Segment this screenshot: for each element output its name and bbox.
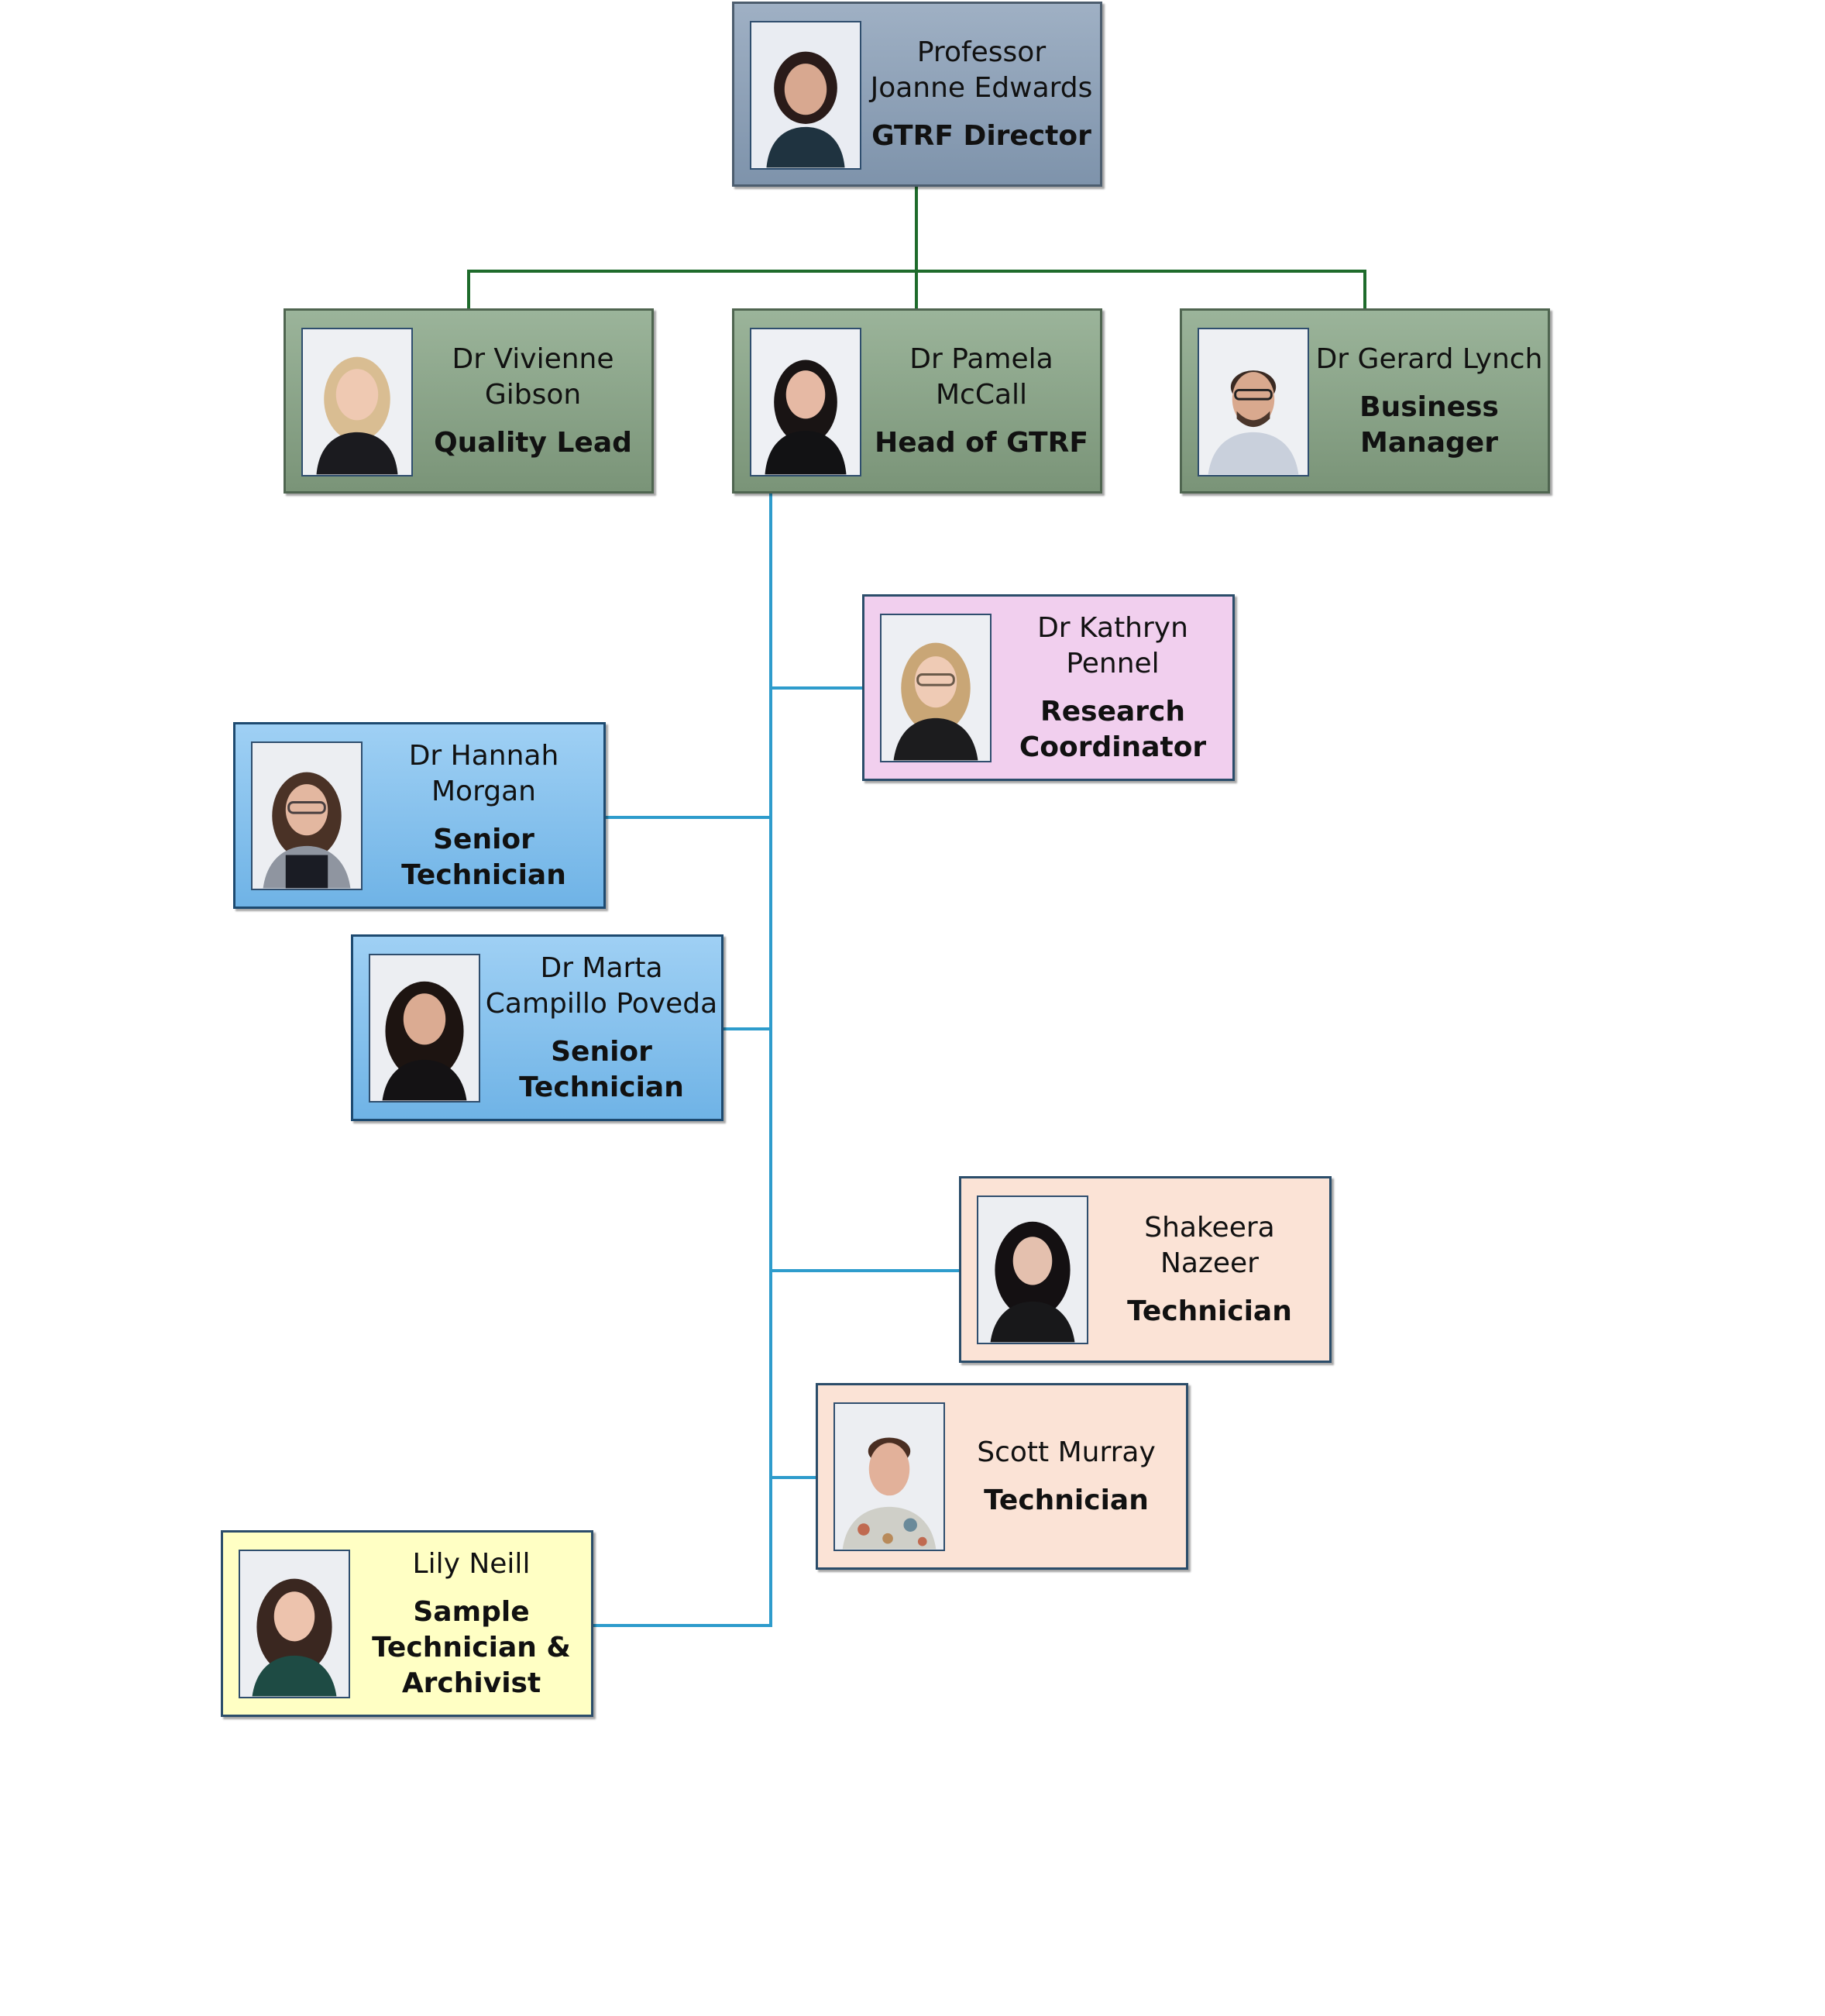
technician-scott-role: Technician <box>984 1484 1149 1516</box>
director-role: GTRF Director <box>871 119 1091 152</box>
senior-technician-marta-photo <box>369 954 480 1103</box>
business-manager-name: Dr Gerard Lynch <box>1315 342 1543 375</box>
management-connectors <box>467 186 1366 310</box>
research-coordinator-name: Dr Kathryn Pennel <box>1037 611 1188 679</box>
director-card: Professor Joanne Edwards GTRF Director <box>732 2 1102 187</box>
senior-technician-hannah-role: Senior Technician <box>401 823 566 891</box>
technician-scott-name: Scott Murray <box>977 1436 1156 1468</box>
quality-lead-photo <box>301 328 413 476</box>
sample-technician-photo <box>239 1550 350 1698</box>
team-connectors <box>593 493 961 1627</box>
quality-lead-role: Quality Lead <box>434 426 632 459</box>
research-coordinator-role: Research Coordinator <box>1019 695 1207 763</box>
technician-shakeera-card: Shakeera Nazeer Technician <box>959 1176 1332 1363</box>
senior-technician-hannah-name: Dr Hannah Morgan <box>408 739 559 807</box>
senior-technician-marta-card: Dr Marta Campillo Poveda Senior Technici… <box>351 934 723 1121</box>
technician-shakeera-role: Technician <box>1127 1295 1292 1327</box>
senior-technician-marta-role: Senior Technician <box>519 1035 684 1103</box>
head-name: Dr Pamela McCall <box>909 342 1053 411</box>
business-manager-photo <box>1198 328 1309 476</box>
research-coordinator-photo <box>880 614 992 762</box>
technician-scott-card: Scott Murray Technician <box>816 1383 1188 1570</box>
head-card: Dr Pamela McCall Head of GTRF <box>732 308 1102 494</box>
quality-lead-card: Dr Vivienne Gibson Quality Lead <box>284 308 654 494</box>
head-photo <box>750 328 861 476</box>
senior-technician-hannah-card: Dr Hannah Morgan Senior Technician <box>233 722 606 909</box>
technician-shakeera-photo <box>977 1195 1088 1344</box>
sample-technician-role: Sample Technician & Archivist <box>372 1595 571 1699</box>
director-name: Professor Joanne Edwards <box>870 36 1093 104</box>
head-role: Head of GTRF <box>875 426 1088 459</box>
quality-lead-name: Dr Vivienne Gibson <box>452 342 614 411</box>
senior-technician-marta-name: Dr Marta Campillo Poveda <box>485 951 718 1020</box>
sample-technician-card: Lily Neill Sample Technician & Archivist <box>221 1530 593 1717</box>
director-photo <box>750 21 861 170</box>
technician-shakeera-name: Shakeera Nazeer <box>1144 1211 1275 1279</box>
business-manager-role: Business Manager <box>1359 390 1499 459</box>
technician-scott-photo <box>833 1402 945 1551</box>
business-manager-card: Dr Gerard Lynch Business Manager <box>1180 308 1550 494</box>
sample-technician-name: Lily Neill <box>412 1547 531 1580</box>
senior-technician-hannah-photo <box>251 741 363 890</box>
research-coordinator-card: Dr Kathryn Pennel Research Coordinator <box>862 594 1235 781</box>
